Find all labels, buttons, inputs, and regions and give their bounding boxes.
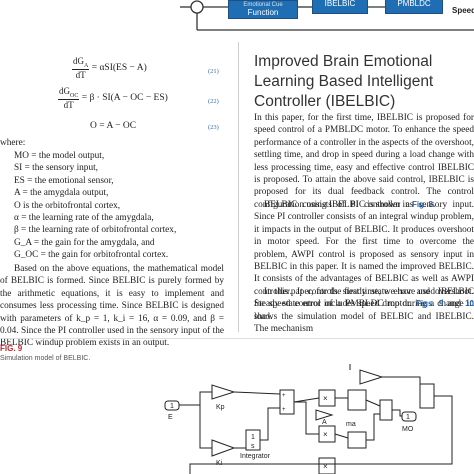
equation-22: dGOC dT = β · SI(A − OC − ES): [58, 86, 168, 110]
definition-item: G_A = the gain for the amygdala, and: [14, 237, 155, 248]
svg-text:+: +: [282, 407, 286, 413]
equation-21-rhs: = αSI(ES − A): [91, 63, 147, 74]
svg-text:×: ×: [323, 462, 328, 471]
top-diagram-lines: [180, 0, 474, 31]
ibelbic-block: IBELBIC: [312, 0, 368, 14]
fig-10-link[interactable]: 10: [465, 299, 474, 309]
top-diagram: Emotional Cue Function IBELBIC PMBLDC Sp…: [0, 0, 474, 38]
definition-item: SI = the sensory input,: [14, 163, 99, 174]
a-label: A: [322, 419, 327, 426]
figure-caption: Simulation model of BELBIC.: [0, 355, 91, 362]
equation-21-fraction: dGA dT: [72, 56, 90, 80]
speed-label: Speed: [452, 6, 474, 15]
equation-22-number: (22): [208, 98, 219, 105]
figure-label: FIG. 9: [0, 344, 23, 353]
svg-text:×: ×: [323, 430, 328, 439]
figure-separator: [0, 338, 474, 339]
ma-label: ma: [346, 421, 356, 428]
simulation-model: 1 E Kp Ki 1 s Integrator + + × × × A ma …: [164, 364, 453, 474]
out1-label: 1: [406, 414, 410, 421]
column-divider: [238, 42, 239, 332]
function-block: Emotional Cue Function: [228, 0, 298, 19]
integrator-numerator: 1: [251, 434, 255, 441]
definition-item: A = the amygdala output,: [14, 188, 109, 199]
kp-label: Kp: [216, 404, 225, 411]
equation-23-number: (23): [208, 124, 219, 131]
equation-22-rhs: = β · SI(A − OC − ES): [81, 93, 168, 104]
equation-21: dGA dT = αSI(ES − A): [72, 56, 147, 80]
integrator-denominator: s: [251, 443, 255, 450]
definition-item: G_OC = the gain for orbitofrontal cortex…: [14, 250, 169, 261]
section-heading: Improved Brain Emotional Learning Based …: [254, 53, 434, 110]
pmbldc-block: PMBLDC: [385, 0, 443, 14]
equation-23: O = A − OC: [90, 121, 137, 131]
function-label: Function: [247, 8, 279, 17]
where-label: where:: [0, 138, 26, 148]
fig-8-link[interactable]: Fig. 8: [412, 199, 433, 209]
integrator-label: Integrator: [240, 453, 271, 460]
left-paragraph: Based on the above equations, the mathem…: [0, 264, 224, 349]
right-paragraph-3: In this paper, for the first time, we ha…: [254, 287, 474, 335]
definition-item: MO = the model output,: [14, 151, 105, 161]
pmbldc-label: PMBLDC: [397, 0, 431, 8]
definition-item: β = the learning rate of orbitofrontal c…: [14, 225, 177, 236]
mo-label: MO: [402, 426, 414, 433]
ibelbic-label: IBELBIC: [324, 0, 356, 8]
right-paragraph-2: BELBIC consists of PI controller as sens…: [254, 200, 474, 322]
fig-9-link[interactable]: Figs. 9: [415, 299, 444, 309]
svg-text:+: +: [282, 393, 286, 399]
definition-item: O is the orbitofrontal cortex,: [14, 200, 121, 211]
in1-label: 1: [170, 403, 174, 410]
right-paragraph-1: In this paper, for the first time, IBELB…: [254, 113, 474, 210]
equation-22-fraction: dGOC dT: [58, 86, 80, 110]
definition-item: ES = the emotional sensor,: [14, 175, 114, 186]
emotional-cue-label: Emotional Cue: [243, 2, 283, 8]
equation-21-number: (21): [208, 68, 219, 75]
svg-text:×: ×: [323, 394, 328, 403]
ki-label: Ki: [216, 460, 223, 467]
e-signal-label: E: [168, 414, 173, 421]
definition-item: α = the learning rate of the amygdala,: [14, 213, 154, 224]
definitions-list: MO = the model output, SI = the sensory …: [14, 150, 224, 262]
